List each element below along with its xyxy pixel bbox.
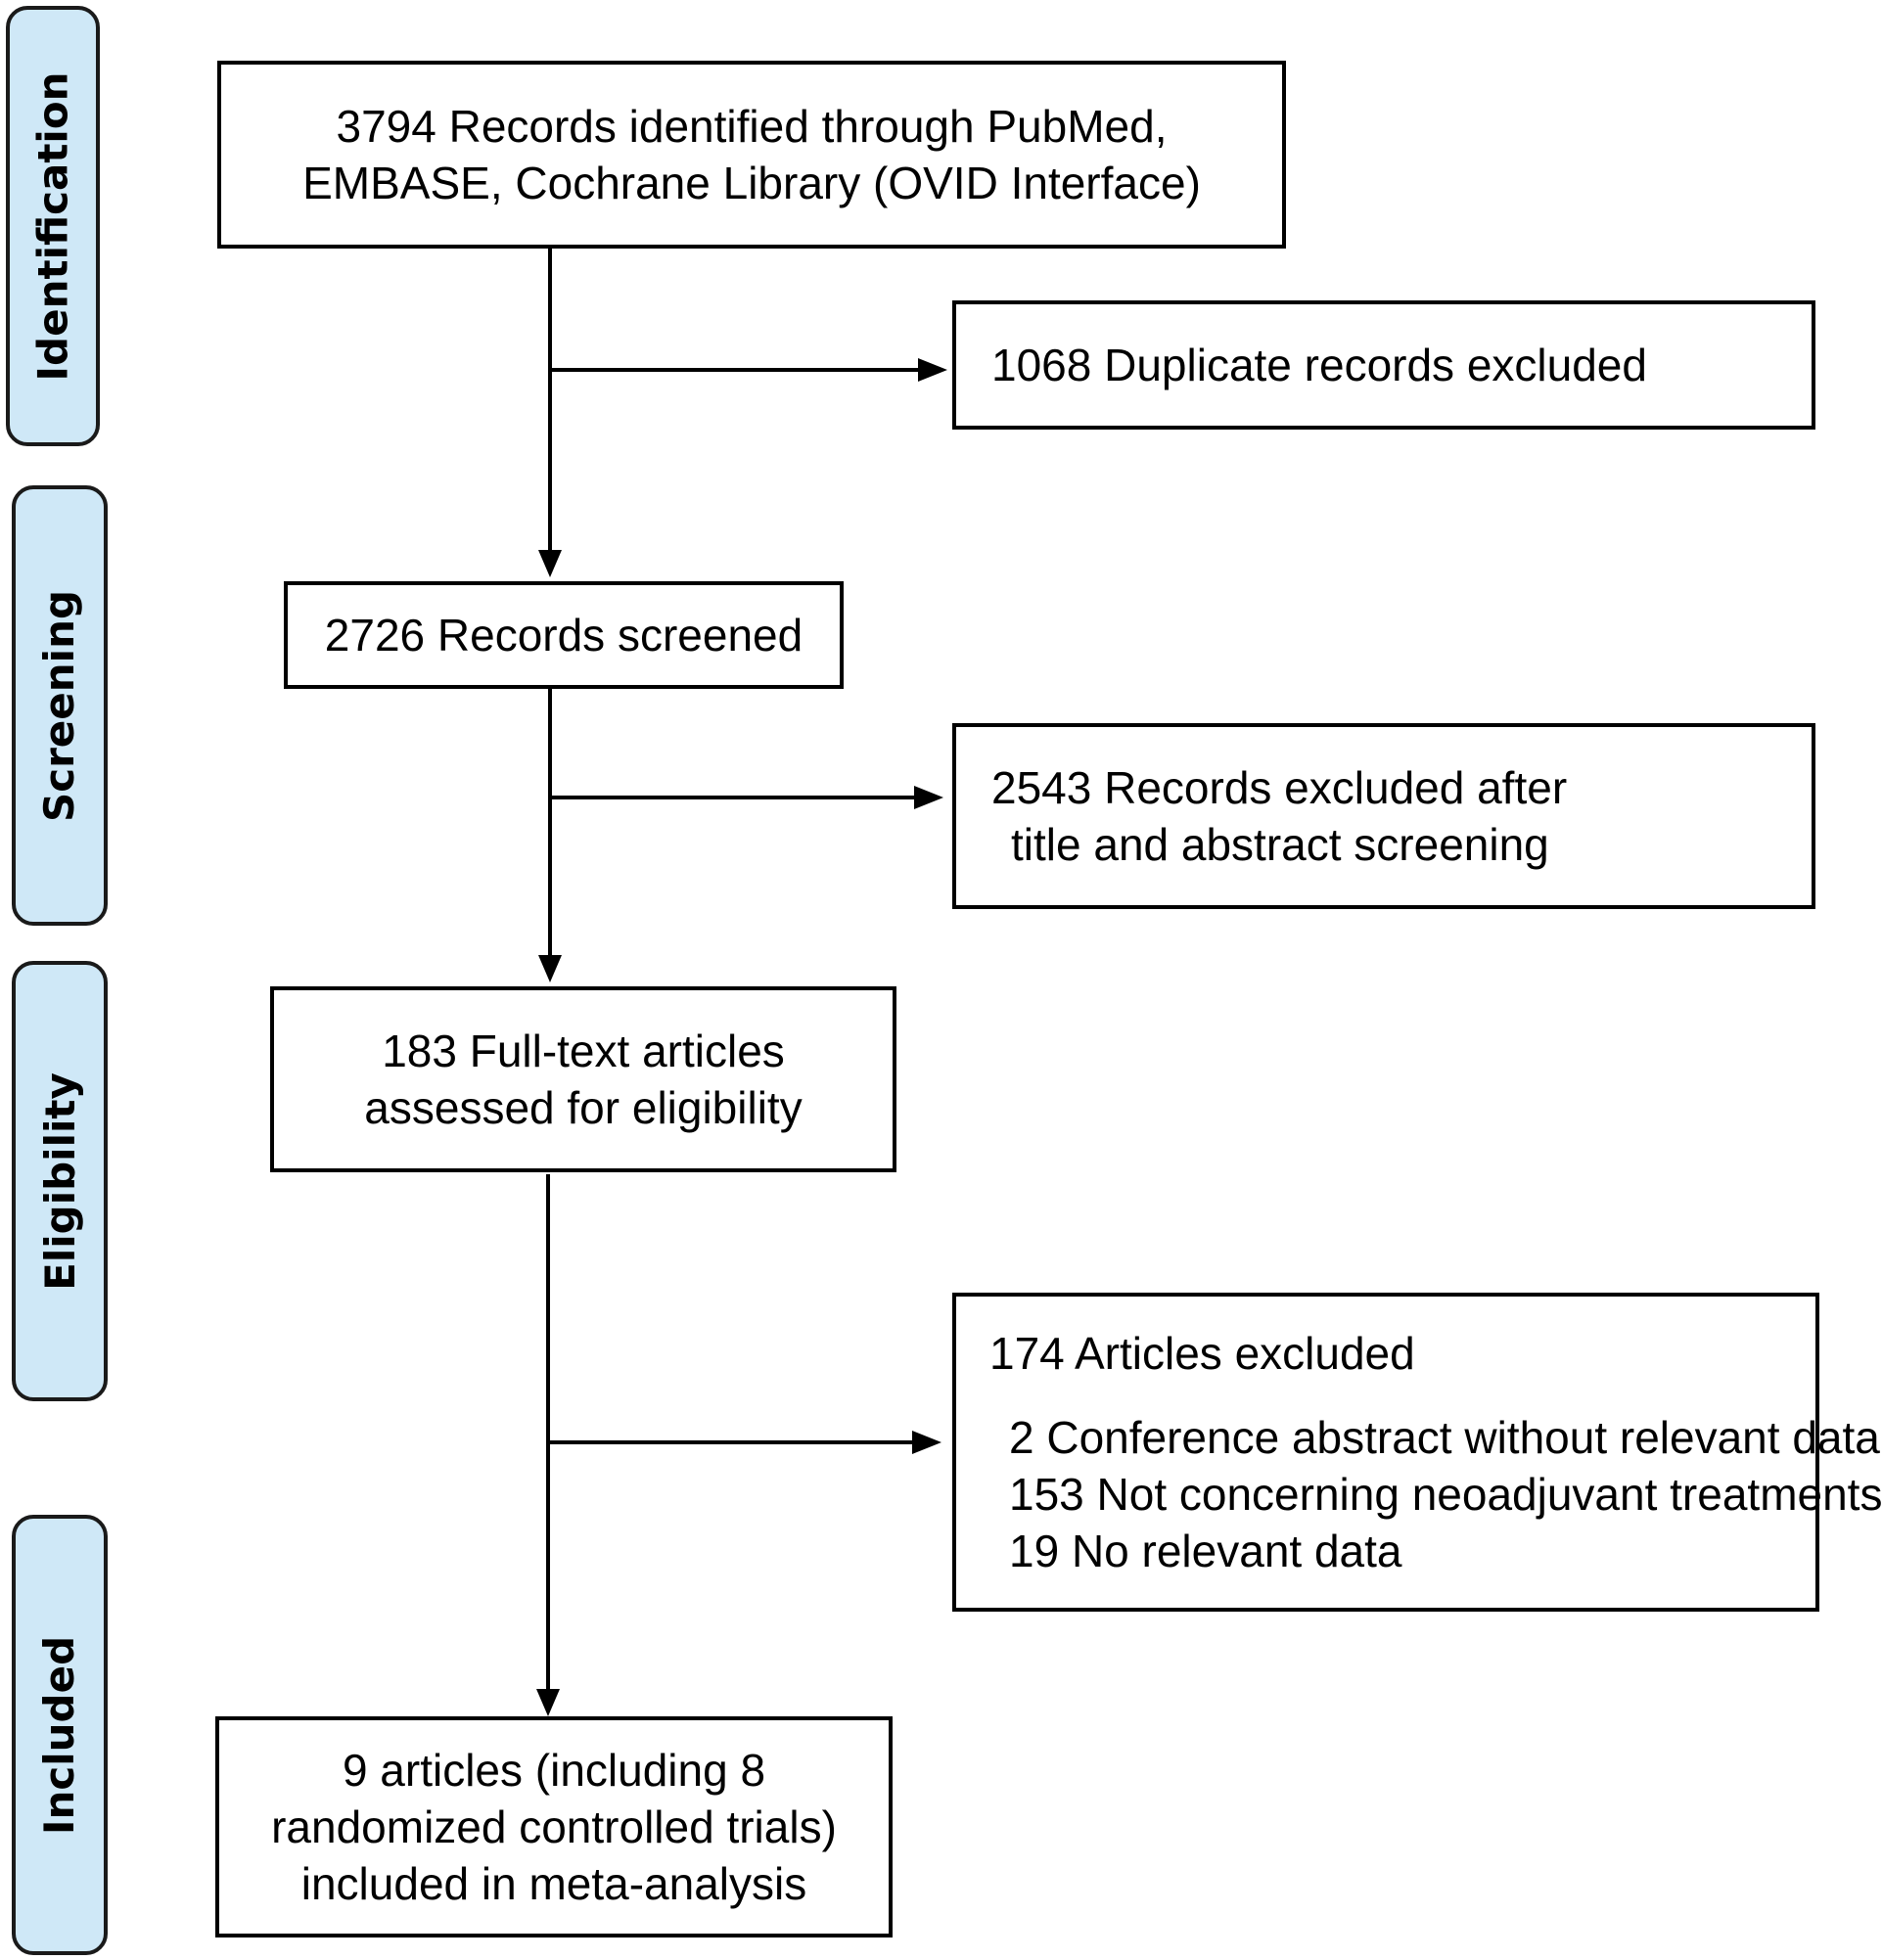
excluded-screening-line-2: title and abstract screening — [1011, 819, 1549, 870]
arrowhead-excluded-screening — [914, 786, 943, 809]
stage-included: Included — [12, 1515, 108, 1955]
stage-eligibility: Eligibility — [12, 961, 108, 1401]
included-line-3: included in meta-analysis — [300, 1858, 807, 1909]
arrowhead-included — [536, 1689, 560, 1716]
included-line-1: 9 articles (including 8 — [342, 1745, 766, 1796]
identified-records-box: 3794 Records identified through PubMed, … — [217, 61, 1286, 249]
full-text-line-2: assessed for eligibility — [364, 1082, 803, 1133]
stage-screening: Screening — [12, 485, 108, 926]
included-studies-box: 9 articles (including 8 randomized contr… — [215, 1716, 893, 1937]
full-text-assessed-box: 183 Full-text articles assessed for elig… — [270, 986, 896, 1172]
stage-label-included: Included — [35, 1635, 84, 1835]
stage-label-screening: Screening — [35, 589, 84, 822]
arrowhead-excluded-articles — [912, 1431, 941, 1454]
excluded-reason-3: 19 No relevant data — [1009, 1526, 1402, 1576]
excluded-articles-title: 174 Articles excluded — [989, 1328, 1415, 1379]
excluded-reason-2: 153 Not concerning neoadjuvant treatment… — [1009, 1469, 1882, 1520]
stage-identification: Identification — [6, 6, 100, 446]
screened-line-1: 2726 Records screened — [324, 610, 803, 661]
records-screened-box: 2726 Records screened — [284, 581, 844, 689]
excluded-articles-spacer — [989, 1382, 1815, 1409]
excluded-screening-box: 2543 Records excluded after title and ab… — [952, 723, 1815, 909]
duplicates-line-1: 1068 Duplicate records excluded — [991, 340, 1647, 390]
flow-connectors — [536, 249, 947, 1716]
identified-line-2: EMBASE, Cochrane Library (OVID Interface… — [302, 158, 1201, 208]
full-text-line-1: 183 Full-text articles — [382, 1026, 785, 1076]
stage-label-eligibility: Eligibility — [35, 1071, 84, 1291]
excluded-articles-box: 174 Articles excluded 2 Conference abstr… — [952, 1293, 1882, 1612]
stage-label-identification: Identification — [28, 70, 77, 382]
excluded-screening-line-1: 2543 Records excluded after — [991, 762, 1568, 813]
included-line-2: randomized controlled trials) — [271, 1801, 837, 1852]
arrowhead-screened — [538, 550, 562, 577]
excluded-reason-1: 2 Conference abstract without relevant d… — [1009, 1412, 1880, 1463]
identified-line-1: 3794 Records identified through PubMed, — [336, 101, 1168, 152]
arrowhead-fulltext — [538, 955, 562, 982]
arrowhead-duplicates — [918, 358, 947, 382]
duplicates-excluded-box: 1068 Duplicate records excluded — [952, 300, 1815, 430]
